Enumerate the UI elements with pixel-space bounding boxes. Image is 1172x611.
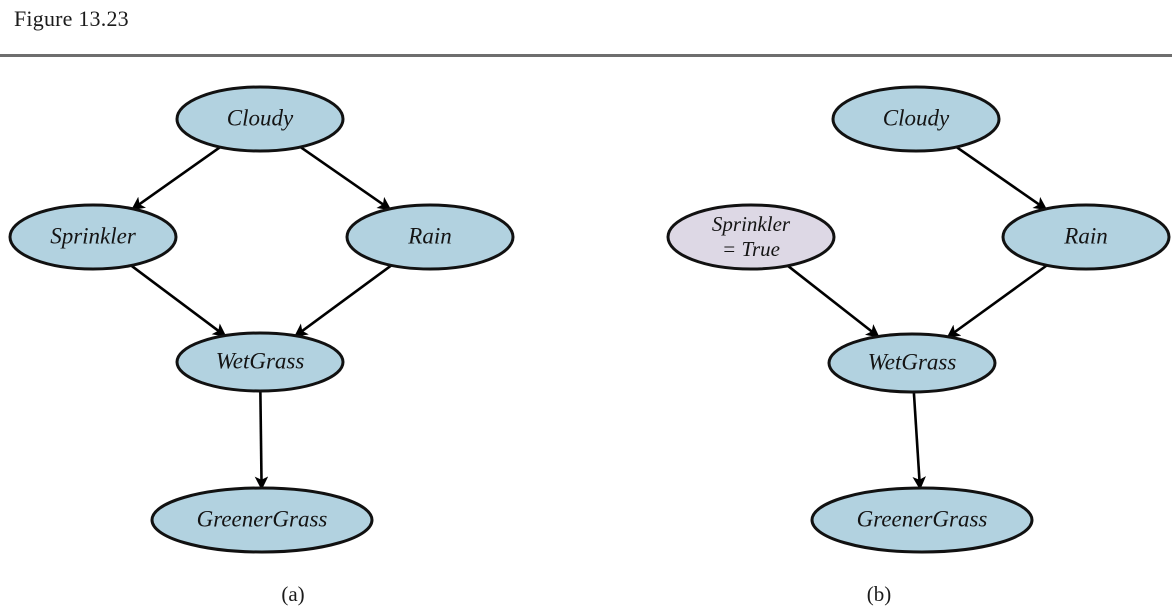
- edge-rain-to-wetgrass: [946, 264, 1048, 339]
- node-ellipse-sprinkler: [8, 203, 178, 271]
- node-rain[interactable]: Rain: [345, 203, 515, 271]
- node-label-rain: Rain: [407, 223, 451, 248]
- node-ellipse-rain: [1001, 203, 1171, 271]
- edge-rain-to-wetgrass: [293, 264, 393, 338]
- node-ellipse-wetgrass: [827, 332, 997, 394]
- edge-sprinkler-to-wetgrass: [786, 264, 880, 338]
- node-label-greenergrass: GreenerGrass: [197, 506, 328, 531]
- node-ellipse-sprinkler: [666, 203, 836, 271]
- node-cloudy[interactable]: Cloudy: [831, 85, 1001, 153]
- node-label-cloudy: Cloudy: [883, 105, 950, 130]
- edge-cloudy-to-rain: [955, 145, 1048, 211]
- node-wetgrass[interactable]: WetGrass: [827, 332, 997, 394]
- edge-layer: [786, 145, 1048, 491]
- node-label-rain: Rain: [1063, 223, 1107, 248]
- panel-b-caption: (b): [866, 582, 892, 606]
- page-title: Figure 13.23: [14, 6, 129, 31]
- figure-header: Figure 13.23: [0, 0, 1172, 57]
- node-greenergrass[interactable]: GreenerGrass: [810, 486, 1034, 554]
- node-sprinkler[interactable]: Sprinkler= True: [666, 203, 836, 271]
- node-label-sprinkler: Sprinkler: [50, 223, 137, 248]
- node-ellipse-cloudy: [175, 85, 345, 153]
- node-ellipse-greenergrass: [810, 486, 1034, 554]
- edge-layer: [130, 145, 393, 491]
- edge-cloudy-to-rain: [299, 145, 392, 211]
- node-cloudy[interactable]: Cloudy: [175, 85, 345, 153]
- node-ellipse-cloudy: [831, 85, 1001, 153]
- edge-cloudy-to-sprinkler: [131, 146, 221, 211]
- node-greenergrass[interactable]: GreenerGrass: [150, 486, 374, 554]
- node-ellipse-wetgrass: [175, 331, 345, 393]
- node-ellipse-rain: [345, 203, 515, 271]
- header-divider: [0, 54, 1172, 57]
- node-label-wetgrass: WetGrass: [868, 349, 957, 374]
- edge-sprinkler-to-wetgrass: [130, 264, 227, 337]
- node-wetgrass[interactable]: WetGrass: [175, 331, 345, 393]
- node-label-sprinkler-value: = True: [722, 237, 780, 261]
- node-sprinkler[interactable]: Sprinkler: [8, 203, 178, 271]
- edge-wetgrass-to-greenergrass: [912, 391, 926, 491]
- node-ellipse-greenergrass: [150, 486, 374, 554]
- node-label-greenergrass: GreenerGrass: [857, 506, 988, 531]
- node-rain[interactable]: Rain: [1001, 203, 1171, 271]
- edge-wetgrass-to-greenergrass: [254, 390, 269, 491]
- node-label-wetgrass: WetGrass: [216, 348, 305, 373]
- panel-a-caption: (a): [281, 582, 305, 606]
- node-label-cloudy: Cloudy: [227, 105, 294, 130]
- node-label-sprinkler: Sprinkler: [712, 212, 791, 236]
